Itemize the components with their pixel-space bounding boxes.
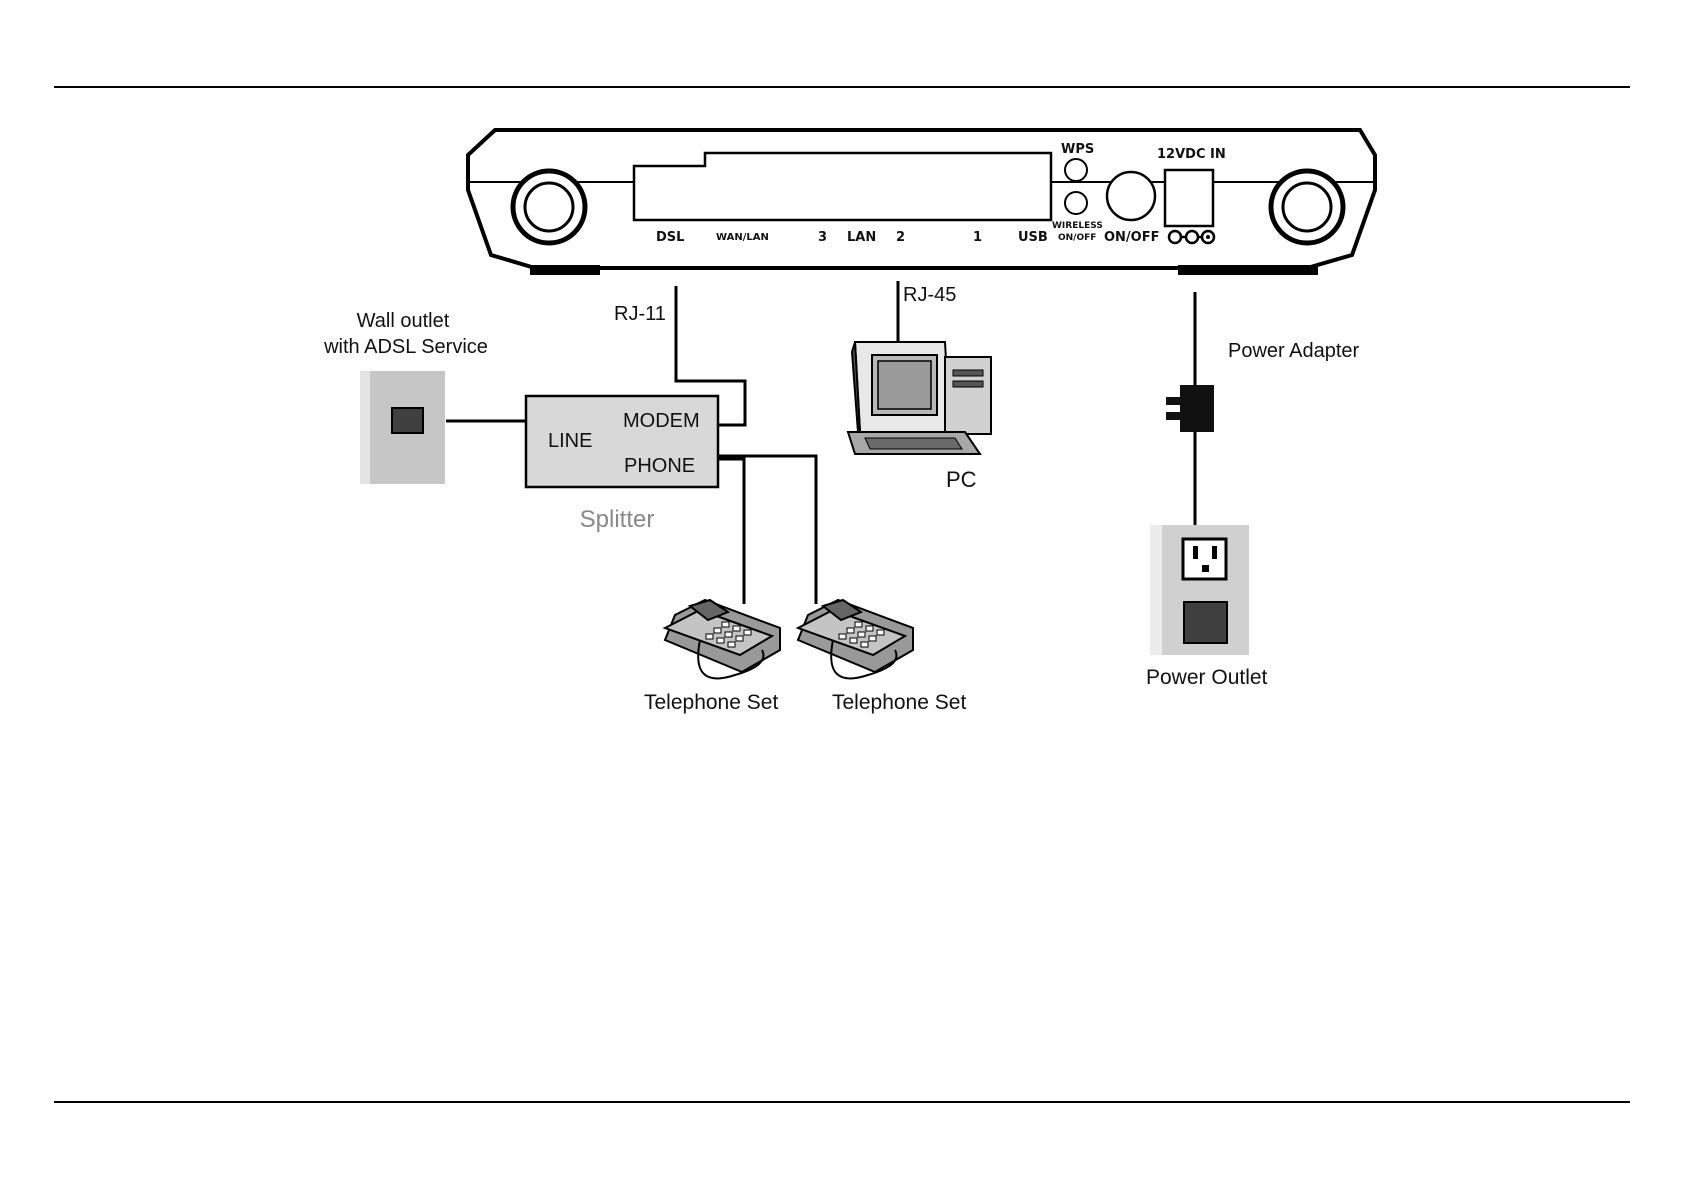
- splitter-port-modem: MODEM: [623, 410, 700, 432]
- wps-button: [1065, 159, 1087, 181]
- port-label-dc-in: 12VDC IN: [1157, 147, 1226, 162]
- port-label-wireless-onoff: ON/OFF: [1058, 233, 1096, 243]
- cable-phone-to-telephone-1: [718, 459, 744, 604]
- telephone-label-1: Telephone Set: [644, 691, 778, 714]
- telephone-label-2: Telephone Set: [832, 691, 966, 714]
- power-switch: [1107, 172, 1155, 220]
- port-label-wps: WPS: [1061, 142, 1094, 157]
- wall-outlet-label-line1: Wall outlet: [357, 310, 450, 332]
- dc-jack: [1165, 170, 1213, 226]
- cable-phone-to-telephone-2: [718, 456, 816, 604]
- splitter-port-phone: PHONE: [624, 455, 695, 477]
- telephone-icon: [798, 600, 913, 678]
- router-knob-right: [1271, 171, 1343, 243]
- dc-polarity-icon: [1169, 231, 1214, 243]
- wall-outlet: [360, 371, 445, 484]
- router-foot-right: [1178, 265, 1318, 275]
- router: DSL WAN/LAN 3 LAN 2 1 USB WPS WIRELESS O…: [468, 130, 1375, 275]
- pc-icon: [848, 342, 991, 454]
- cable-label-rj45: RJ-45: [903, 284, 956, 306]
- adsl-jack-icon: [392, 408, 423, 433]
- switch-plate-icon: [1184, 602, 1227, 643]
- port-label-wireless: WIRELESS: [1052, 221, 1103, 231]
- power-outlet-label: Power Outlet: [1146, 666, 1268, 689]
- port-label-usb: USB: [1018, 230, 1048, 245]
- router-knob-left: [513, 171, 585, 243]
- wireless-button: [1065, 192, 1087, 214]
- power-outlet: [1150, 525, 1249, 655]
- telephone-icon: [665, 600, 780, 678]
- wall-outlet-label-line2: with ADSL Service: [323, 336, 488, 358]
- port-label-power-onoff: ON/OFF: [1104, 230, 1160, 245]
- router-foot-left: [530, 265, 600, 275]
- port-label-lan: LAN: [847, 230, 876, 245]
- pc-label: PC: [946, 467, 977, 492]
- port-label-wan-lan: WAN/LAN: [716, 232, 769, 243]
- port-label-dsl: DSL: [656, 230, 684, 245]
- port-label-lan1: 1: [973, 230, 982, 245]
- power-adapter-icon: [1166, 385, 1214, 432]
- power-adapter-label: Power Adapter: [1228, 340, 1360, 362]
- port-label-lan2: 2: [896, 230, 905, 245]
- cable-label-rj11: RJ-11: [614, 303, 666, 325]
- socket-icon: [1183, 539, 1226, 579]
- port-label-lan3: 3: [818, 230, 827, 245]
- splitter-port-line: LINE: [548, 430, 592, 452]
- splitter-label: Splitter: [580, 506, 655, 533]
